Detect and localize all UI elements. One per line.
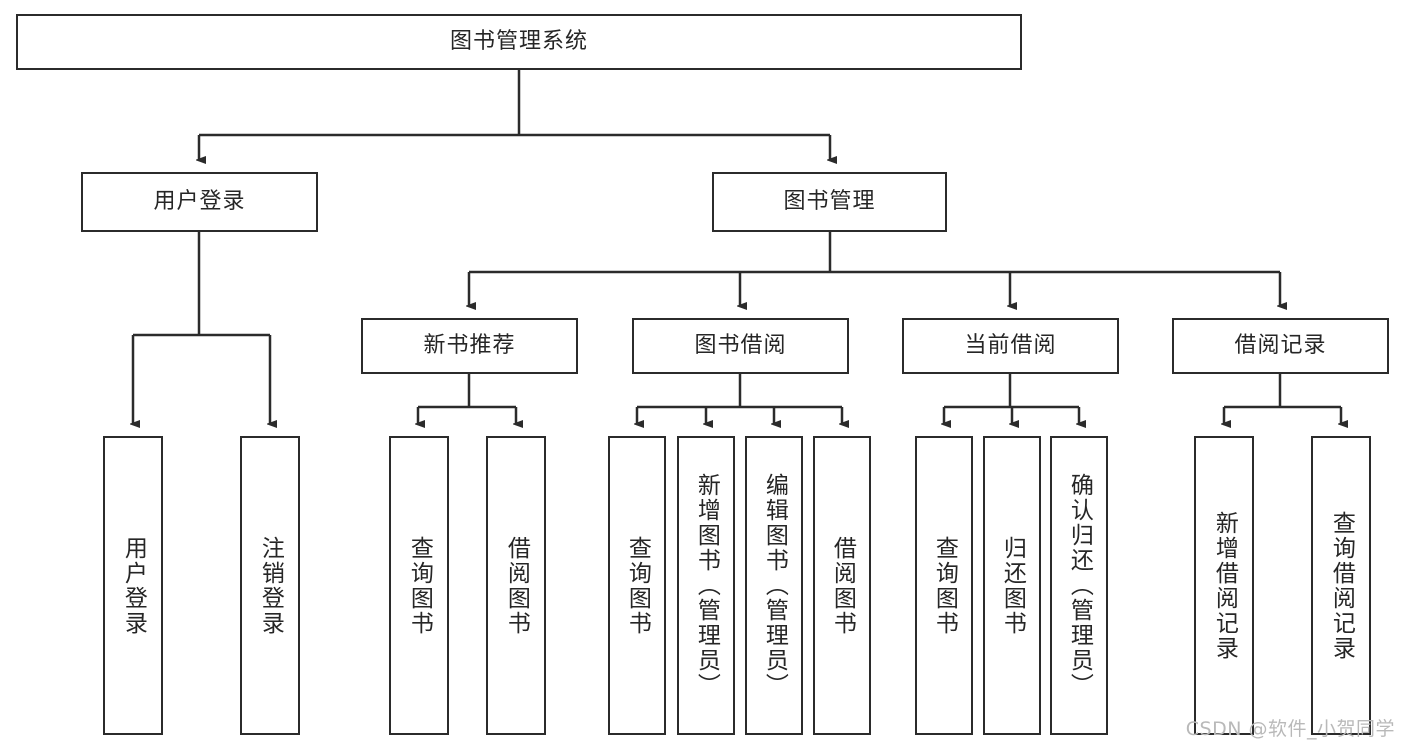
node-leaf-query-book-borrow-label: 查询图书 xyxy=(624,535,651,636)
node-leaf-query-borrow-record[interactable]: 查询借阅记录 xyxy=(1311,436,1371,735)
node-leaf-query-book-borrow[interactable]: 查询图书 xyxy=(608,436,666,735)
node-new-book-recommend[interactable]: 新书推荐 xyxy=(361,318,578,374)
node-book-borrow-label: 图书借阅 xyxy=(694,332,787,358)
node-leaf-query-book-recommend[interactable]: 查询图书 xyxy=(389,436,449,735)
node-leaf-user-login-label: 用户登录 xyxy=(120,535,147,636)
node-current-borrow-label: 当前借阅 xyxy=(964,332,1057,358)
node-leaf-add-book-admin-label: 新增图书（管理员） xyxy=(693,473,720,698)
node-leaf-borrow-book[interactable]: 借阅图书 xyxy=(813,436,871,735)
node-leaf-query-book-current[interactable]: 查询图书 xyxy=(915,436,973,735)
node-leaf-logout-login-label: 注销登录 xyxy=(257,535,284,636)
node-borrow-records-label: 借阅记录 xyxy=(1234,332,1327,358)
node-leaf-edit-book-admin[interactable]: 编辑图书（管理员） xyxy=(745,436,803,735)
watermark-text: CSDN @软件_小贺同学 xyxy=(1185,718,1395,740)
node-leaf-return-book-label: 归还图书 xyxy=(999,535,1026,636)
node-leaf-confirm-return-admin-label: 确认归还（管理员） xyxy=(1066,473,1093,698)
node-leaf-logout-login[interactable]: 注销登录 xyxy=(240,436,300,735)
node-leaf-query-borrow-record-label: 查询借阅记录 xyxy=(1328,510,1355,661)
node-leaf-edit-book-admin-label: 编辑图书（管理员） xyxy=(761,473,788,698)
node-leaf-query-book-recommend-label: 查询图书 xyxy=(406,535,433,636)
node-leaf-confirm-return-admin[interactable]: 确认归还（管理员） xyxy=(1050,436,1108,735)
node-book-management-label: 图书管理 xyxy=(783,188,876,214)
node-user-login[interactable]: 用户登录 xyxy=(81,172,318,232)
node-leaf-return-book[interactable]: 归还图书 xyxy=(983,436,1041,735)
node-root[interactable]: 图书管理系统 xyxy=(16,14,1022,70)
node-leaf-borrow-book-recommend-label: 借阅图书 xyxy=(503,535,530,636)
node-leaf-add-borrow-record-label: 新增借阅记录 xyxy=(1211,510,1238,661)
node-new-book-recommend-label: 新书推荐 xyxy=(423,332,516,358)
node-leaf-borrow-book-recommend[interactable]: 借阅图书 xyxy=(486,436,546,735)
node-leaf-add-book-admin[interactable]: 新增图书（管理员） xyxy=(677,436,735,735)
node-leaf-borrow-book-label: 借阅图书 xyxy=(829,535,856,636)
node-book-borrow[interactable]: 图书借阅 xyxy=(632,318,849,374)
node-root-label: 图书管理系统 xyxy=(449,28,588,54)
node-current-borrow[interactable]: 当前借阅 xyxy=(902,318,1119,374)
node-leaf-query-book-current-label: 查询图书 xyxy=(931,535,958,636)
node-user-login-label: 用户登录 xyxy=(153,188,246,214)
node-borrow-records[interactable]: 借阅记录 xyxy=(1172,318,1389,374)
node-leaf-user-login[interactable]: 用户登录 xyxy=(103,436,163,735)
node-book-management[interactable]: 图书管理 xyxy=(712,172,947,232)
node-leaf-add-borrow-record[interactable]: 新增借阅记录 xyxy=(1194,436,1254,735)
